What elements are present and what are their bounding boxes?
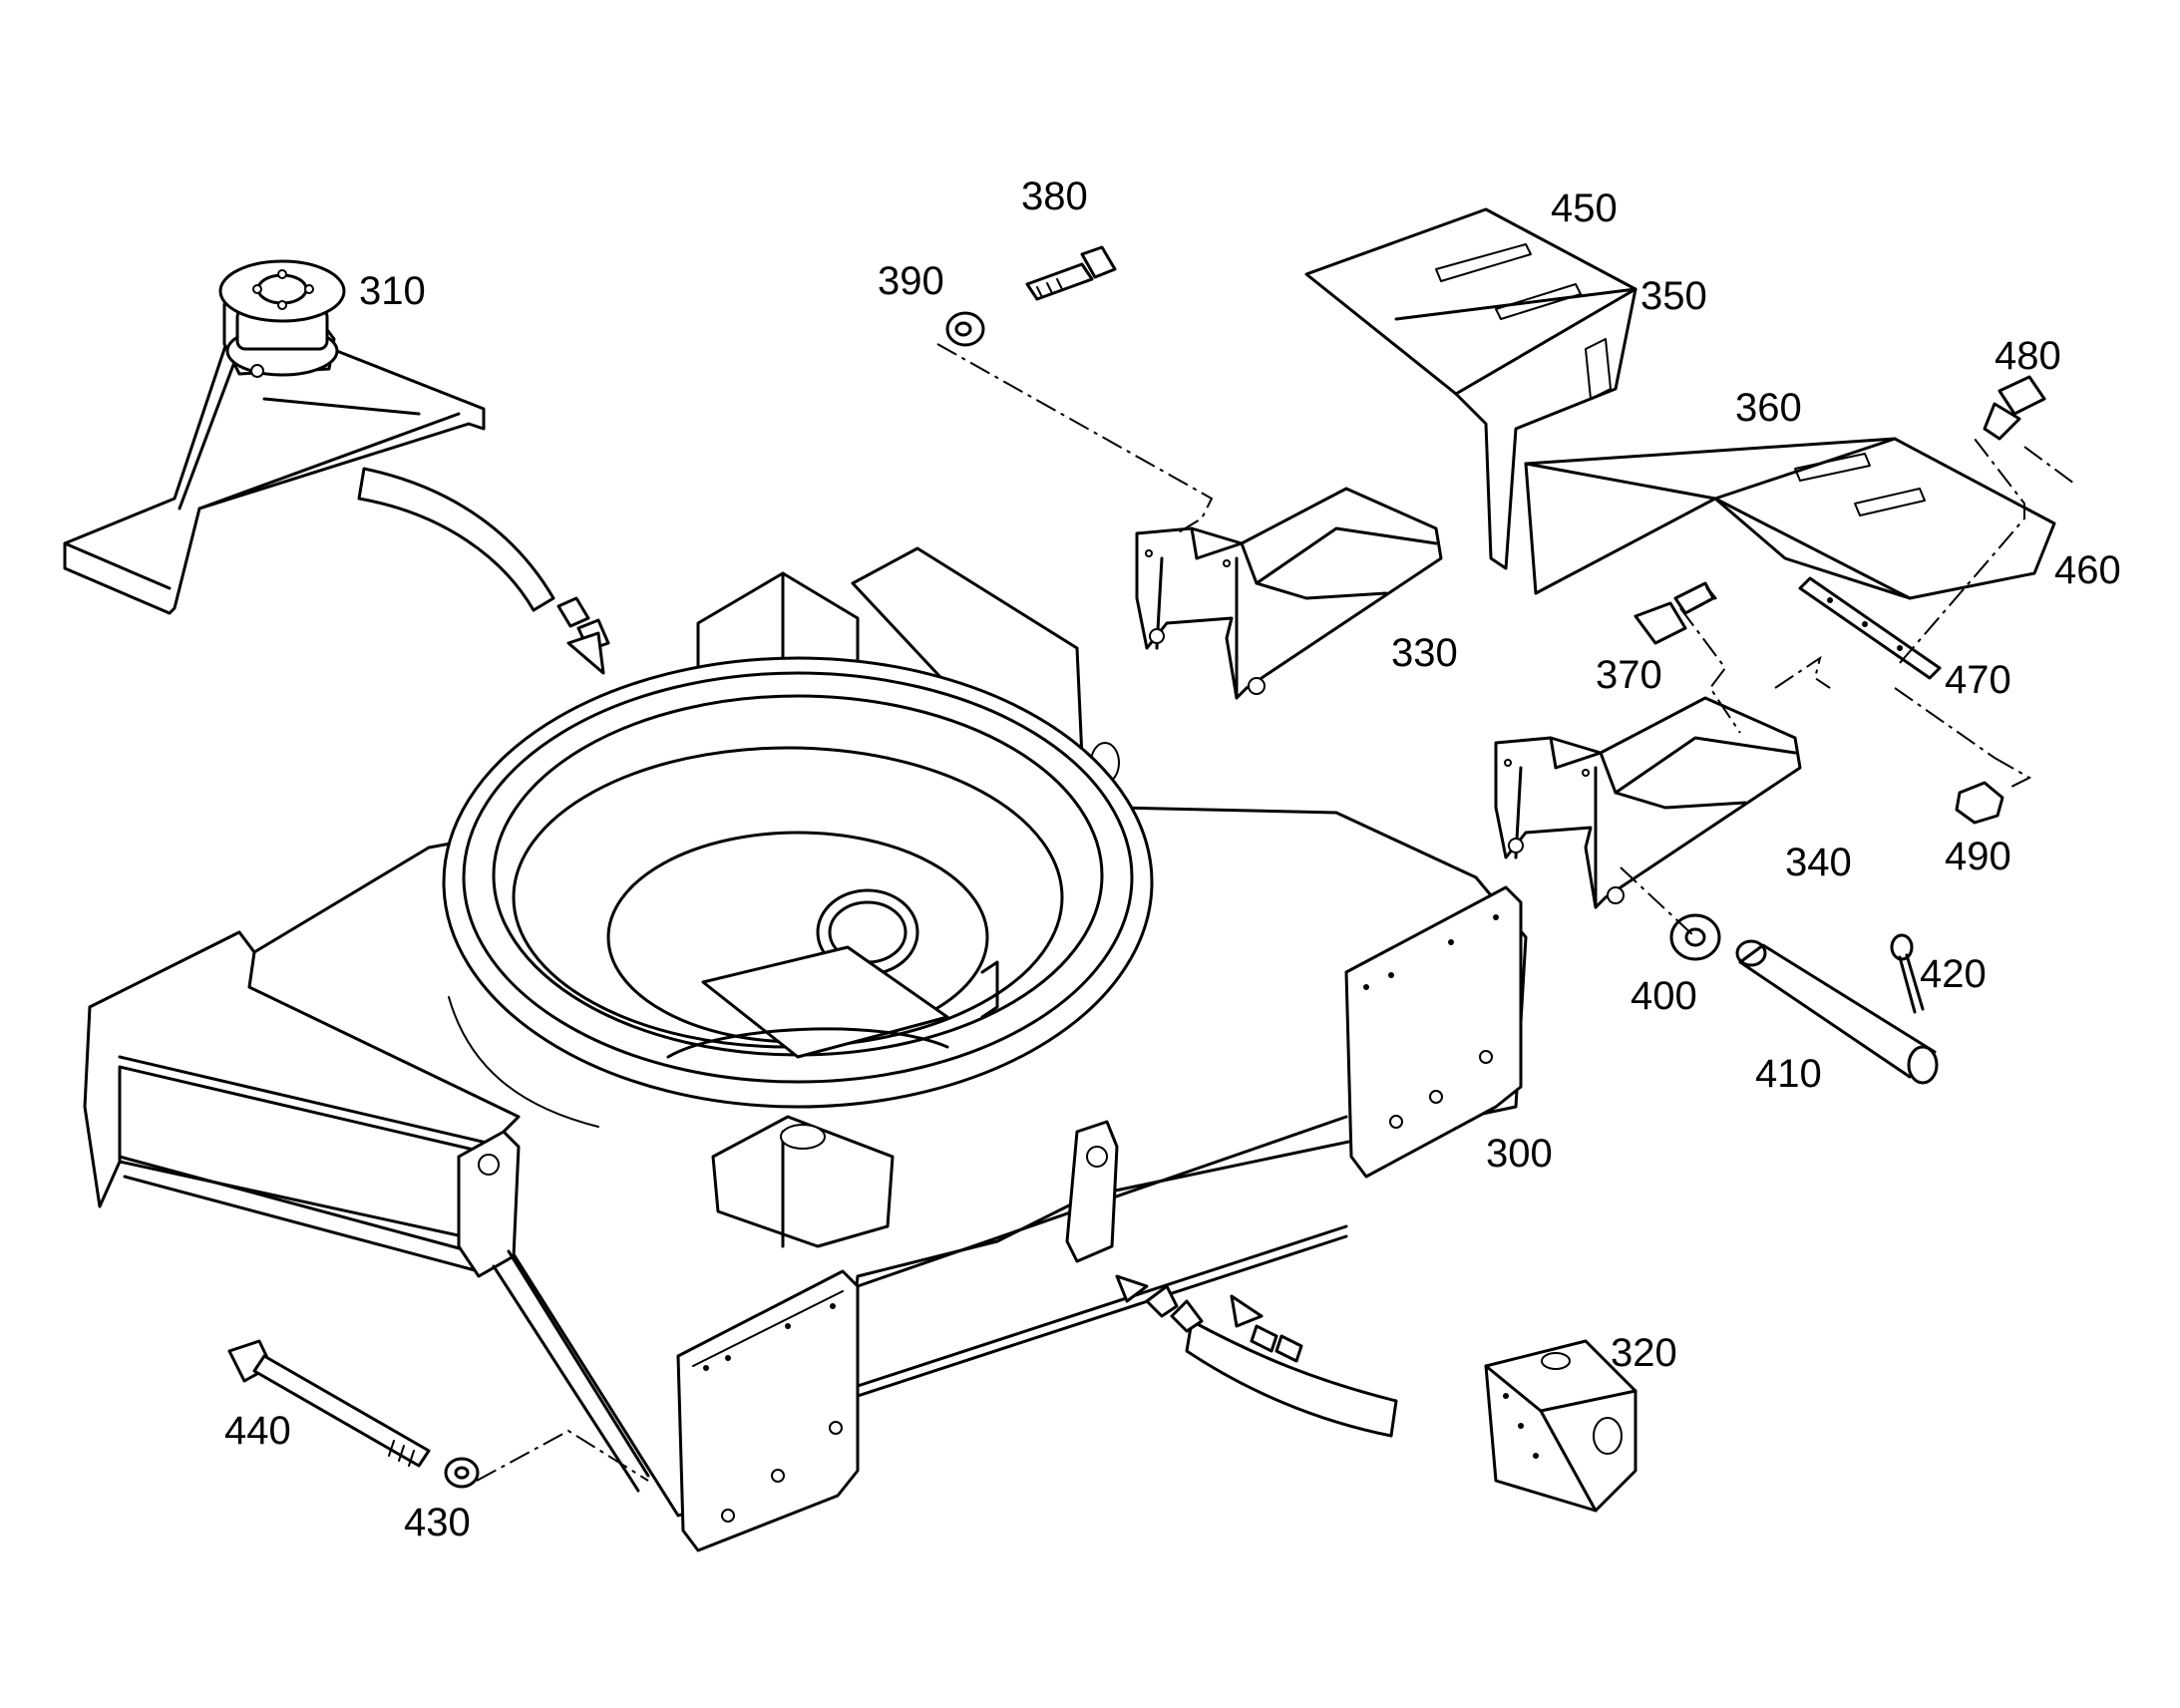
callout-410: 410 (1755, 1052, 1822, 1096)
callout-390: 390 (878, 259, 944, 303)
strip-470 (1798, 576, 1942, 680)
assembly-arrow-lower (1115, 1274, 1398, 1438)
callout-490: 490 (1945, 835, 2011, 878)
callout-370: 370 (1596, 653, 1662, 697)
callout-420: 420 (1920, 952, 1987, 996)
callout-310: 310 (359, 269, 426, 313)
callout-400: 400 (1631, 974, 1697, 1018)
slewing-ring (442, 656, 1154, 1128)
callout-460: 460 (2054, 548, 2121, 592)
washer-430 (444, 1457, 480, 1489)
bracket-340 (1494, 696, 1802, 909)
callout-430: 430 (404, 1501, 471, 1544)
callout-350: 350 (1640, 274, 1707, 318)
cover-350 (1304, 207, 1637, 570)
callout-360: 360 (1735, 386, 1802, 430)
callout-440: 440 (224, 1409, 291, 1453)
pin-410 (1735, 939, 1939, 1085)
assembly-lines (476, 343, 2075, 1482)
callout-450: 450 (1551, 186, 1618, 230)
callout-labels: 300 310 320 330 340 350 360 370 380 390 … (224, 174, 2121, 1544)
callout-330: 330 (1391, 631, 1458, 675)
bolt-480 (1983, 375, 2046, 441)
bolt-380 (1025, 245, 1117, 301)
valve-block-320 (1484, 1339, 1637, 1513)
washer-390 (945, 311, 985, 347)
assembly-arrow-upper (357, 467, 610, 675)
callout-300: 300 (1486, 1132, 1553, 1176)
bracket-310 (63, 259, 486, 615)
callout-480: 480 (1995, 334, 2061, 378)
callout-380: 380 (1021, 174, 1088, 218)
cover-360 (1524, 437, 2056, 600)
callout-320: 320 (1611, 1331, 1677, 1375)
bolt-440 (227, 1339, 431, 1468)
bolt-370 (1634, 581, 1717, 645)
nut-490 (1955, 781, 2004, 825)
split-pin-420 (1890, 933, 1925, 1014)
callout-340: 340 (1785, 841, 1852, 884)
callout-470: 470 (1945, 658, 2011, 702)
bracket-330 (1135, 487, 1443, 700)
